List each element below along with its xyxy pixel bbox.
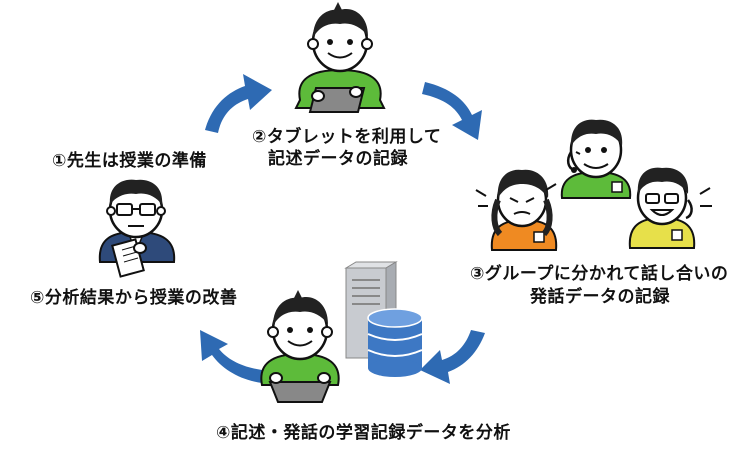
cycle-arrow-icon (205, 74, 272, 133)
student-tablet-icon (294, 2, 386, 113)
teacher-icon (98, 179, 176, 278)
cycle-arrow-icon (422, 82, 482, 140)
step3-label-line2: 発話データの記録 (530, 287, 670, 307)
group-discussion-icon (475, 119, 712, 251)
cycle-arrow-icon (420, 330, 485, 384)
cycle-arrow-icon (200, 330, 262, 383)
step3-label-line1: ③グループに分かれて話し合いの (470, 264, 729, 284)
server-database-icon (344, 261, 423, 377)
step2-label-line1: ②タブレットを利用して (252, 127, 442, 147)
step1-label: ①先生は授業の準備 (52, 151, 207, 171)
step4-label: ④記述・発話の学習記録データを分析 (216, 423, 511, 443)
student-tablet-icon (260, 290, 340, 403)
step5-label: ⑤分析結果から授業の改善 (30, 288, 238, 308)
step2-label-line2: 記述データの記録 (268, 149, 408, 169)
